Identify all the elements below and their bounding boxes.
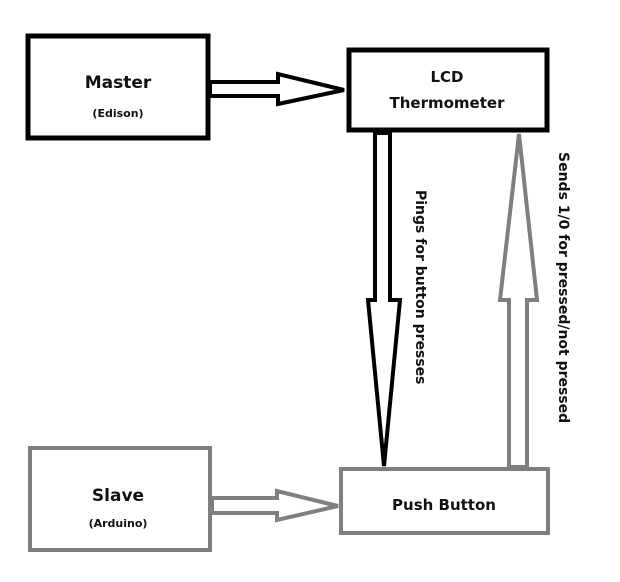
lcd-thermometer-node: LCD Thermometer xyxy=(346,47,550,133)
sends-label: Sends 1/0 for pressed/not pressed xyxy=(555,152,571,423)
slave-title: Slave xyxy=(92,486,144,506)
master-subtitle: (Edison) xyxy=(92,107,143,120)
pings-label: Pings for button presses xyxy=(412,190,428,385)
push-button-box xyxy=(339,467,550,535)
master-title: Master xyxy=(85,73,152,93)
slave-node: Slave (Arduino) xyxy=(28,446,212,552)
lcd-thermometer-box xyxy=(346,47,550,133)
arrow-lcd-to-push-button xyxy=(365,131,403,467)
slave-box xyxy=(28,446,212,552)
master-node: Master (Edison) xyxy=(25,33,211,141)
lcd-line1: LCD xyxy=(430,68,463,86)
arrow-slave-to-push-button xyxy=(210,488,339,523)
arrow-push-button-to-lcd xyxy=(497,133,540,469)
push-button-title: Push Button xyxy=(392,496,496,514)
push-button-node: Push Button xyxy=(339,467,550,535)
arrow-master-to-lcd xyxy=(208,71,345,107)
master-box xyxy=(25,33,211,141)
lcd-line2: Thermometer xyxy=(390,94,506,112)
slave-subtitle: (Arduino) xyxy=(89,517,148,530)
